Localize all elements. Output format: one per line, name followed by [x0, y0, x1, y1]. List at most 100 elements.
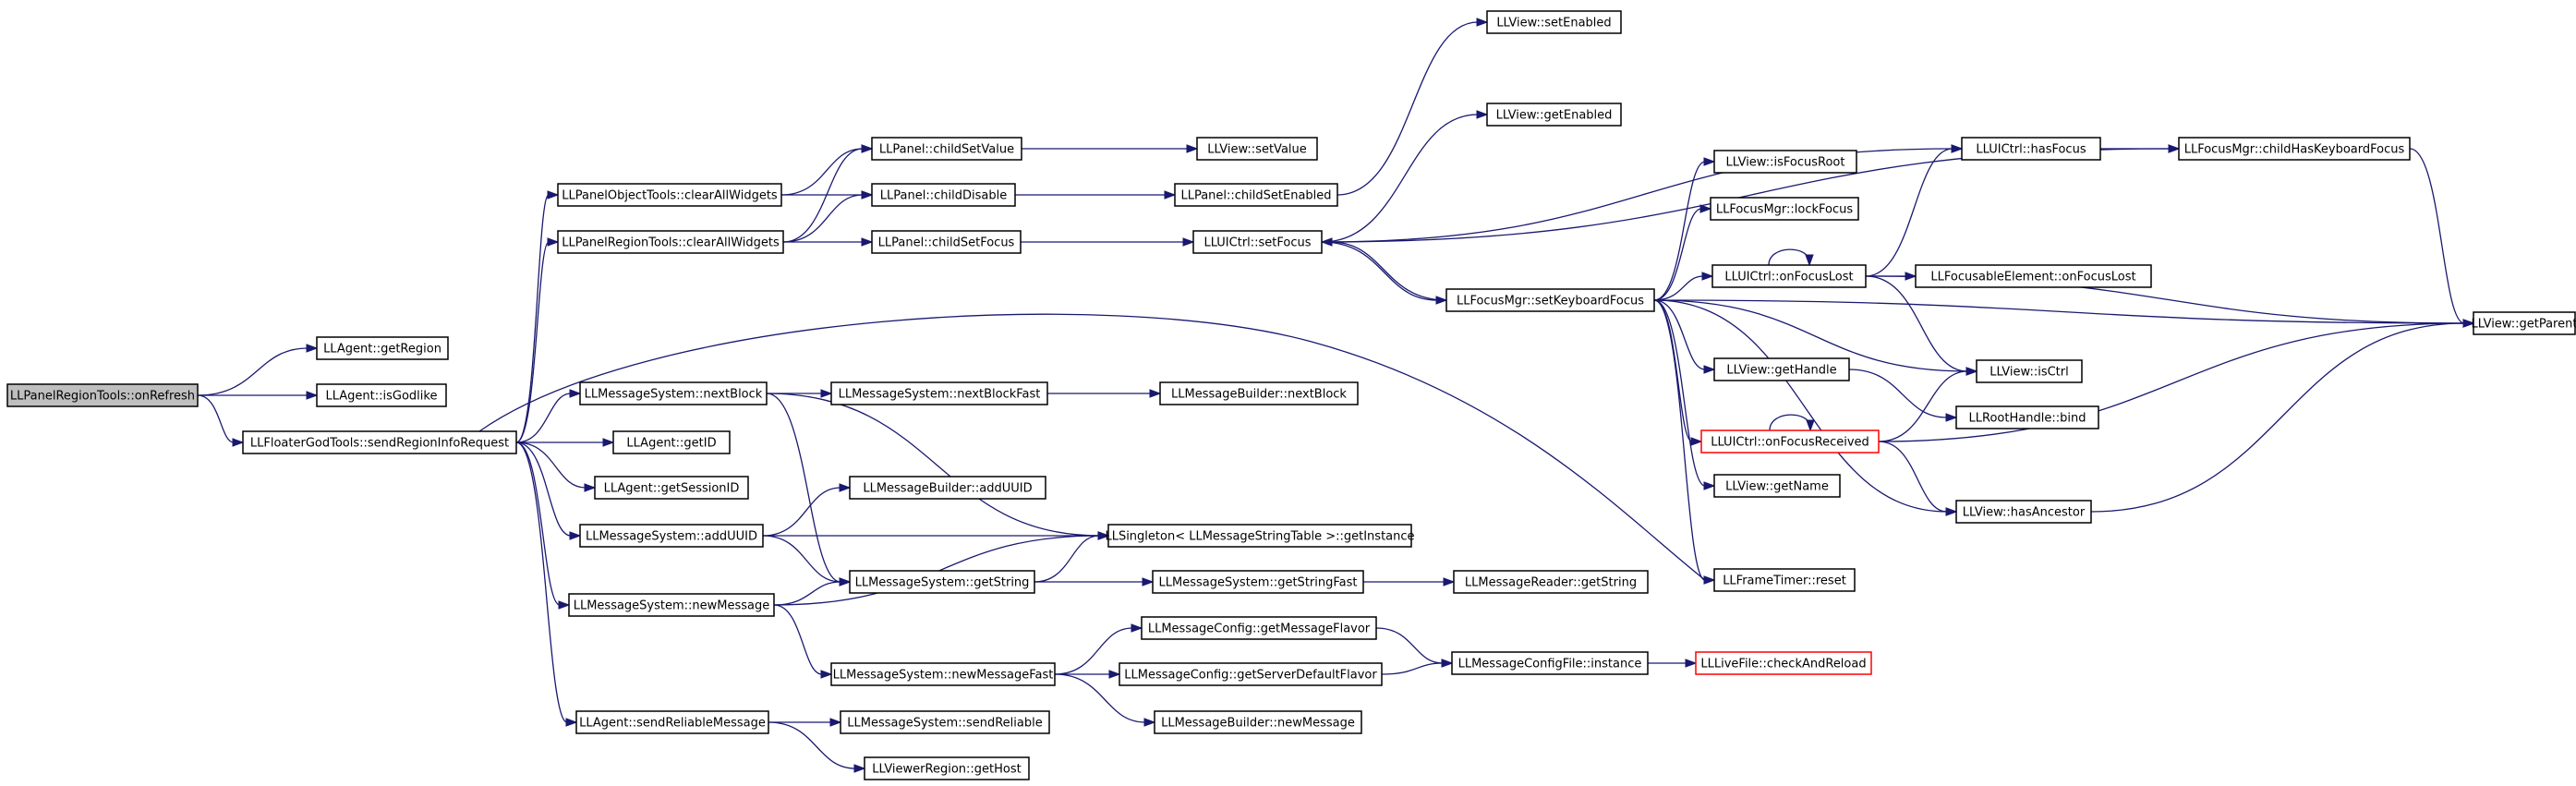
call-edge — [1878, 322, 2465, 442]
node-label: LLFocusMgr::setKeyboardFocus — [1457, 295, 1644, 308]
node-builder-newmessage[interactable]: LLMessageBuilder::newMessage — [1154, 710, 1362, 734]
node-checkreload[interactable]: LLLiveFile::checkAndReload — [1695, 651, 1872, 675]
call-edge — [197, 347, 308, 396]
node-box — [1174, 183, 1338, 207]
node-sendreliable-msg[interactable]: LLMessageSystem::sendReliable — [840, 710, 1050, 734]
node-builder-nextblock[interactable]: LLMessageBuilder::nextBlock — [1159, 381, 1359, 405]
edge-arrowhead — [839, 577, 852, 586]
node-singleton[interactable]: LLSingleton< LLMessageStringTable >::get… — [1105, 524, 1415, 548]
node-hasancestor[interactable]: LLView::hasAncestor — [1955, 500, 2092, 524]
call-edge — [773, 604, 823, 675]
node-label: LLSingleton< LLMessageStringTable >::get… — [1105, 530, 1414, 544]
call-edge — [1878, 441, 1948, 513]
node-onfocuslost[interactable]: LLUICtrl::onFocusLost — [1711, 264, 1867, 288]
edge-arrowhead — [1476, 18, 1489, 27]
edge-arrowhead — [820, 670, 833, 679]
call-edge — [1054, 673, 1146, 723]
node-hasfocus[interactable]: LLUICtrl::hasFocus — [1961, 137, 2101, 161]
node-label: LLFloaterGodTools::sendRegionInfoRequest — [250, 437, 509, 451]
call-edge — [1375, 627, 1444, 664]
node-gethost[interactable]: LLViewerRegion::getHost — [864, 756, 1030, 780]
edge-arrowhead — [547, 190, 560, 200]
call-edge — [1768, 248, 1810, 266]
node-sendreliable-agent[interactable]: LLAgent::sendReliableMessage — [575, 710, 769, 734]
node-rootbind[interactable]: LLRootHandle::bind — [1955, 405, 2099, 429]
node-getmsgflavor[interactable]: LLMessageConfig::getMessageFlavor — [1141, 616, 1377, 640]
node-onfocusreceived[interactable]: LLUICtrl::onFocusReceived — [1700, 429, 1880, 453]
edge-arrowhead — [1945, 507, 1958, 516]
node-getserverflavor[interactable]: LLMessageConfig::getServerDefaultFlavor — [1119, 662, 1383, 686]
node-nextblockfast[interactable]: LLMessageSystem::nextBlockFast — [830, 381, 1048, 405]
node-getname[interactable]: LLView::getName — [1713, 474, 1841, 498]
edge-arrowhead — [1945, 413, 1958, 422]
edge-arrowhead — [1703, 481, 1716, 490]
node-sendregioninfo[interactable]: LLFloaterGodTools::sendRegionInfoRequest — [242, 430, 517, 454]
node-isfocusroot[interactable]: LLView::isFocusRoot — [1713, 150, 1857, 174]
edge-arrowhead — [232, 438, 245, 447]
edge-arrowhead — [1690, 437, 1703, 446]
node-childsetfocus[interactable]: LLPanel::childSetFocus — [871, 230, 1022, 254]
node-label: LLUICtrl::hasFocus — [1976, 143, 2086, 157]
node-focusableonlost[interactable]: LLFocusableElement::onFocusLost — [1915, 264, 2152, 288]
node-frametimerreset[interactable]: LLFrameTimer::reset — [1713, 568, 1856, 592]
call-edge — [762, 535, 841, 583]
node-childdisable[interactable]: LLPanel::childDisable — [871, 183, 1016, 207]
node-getid[interactable]: LLAgent::getID — [612, 430, 731, 454]
node-label: LLMessageSystem::sendReliable — [847, 717, 1042, 731]
call-edge — [515, 393, 572, 443]
node-box — [612, 430, 731, 454]
node-uisetfocus[interactable]: LLUICtrl::setFocus — [1192, 230, 1323, 254]
node-reader-getstring[interactable]: LLMessageReader::getString — [1453, 570, 1649, 594]
call-edge — [762, 487, 841, 537]
node-configinstance[interactable]: LLMessageConfigFile::instance — [1451, 651, 1649, 675]
node-onrefresh[interactable]: LLPanelRegionTools::onRefresh — [6, 383, 199, 407]
edge-arrowhead — [1131, 623, 1143, 633]
node-box — [1107, 524, 1412, 548]
node-box — [2473, 311, 2576, 335]
node-getgandle[interactable]: LLView::getHandle — [1713, 357, 1850, 381]
node-viewsetenabled[interactable]: LLView::setEnabled — [1486, 10, 1622, 34]
node-box — [849, 570, 1035, 594]
edge-arrowhead — [569, 531, 582, 540]
node-objtools-clear[interactable]: LLPanelObjectTools::clearAllWidgets — [557, 183, 782, 207]
call-edge — [478, 313, 1706, 581]
node-getsessionid[interactable]: LLAgent::getSessionID — [594, 476, 749, 500]
node-setkbfocus[interactable]: LLFocusMgr::setKeyboardFocus — [1445, 288, 1655, 312]
node-childsetenabled[interactable]: LLPanel::childSetEnabled — [1174, 183, 1338, 207]
edge-arrowhead — [1182, 237, 1195, 247]
edge-arrowhead — [1186, 144, 1199, 153]
node-childhaskb[interactable]: LLFocusMgr::childHasKeyboardFocus — [2178, 137, 2411, 161]
node-label: LLMessageSystem::nextBlock — [585, 388, 763, 402]
node-lockfocus[interactable]: LLFocusMgr::lockFocus — [1710, 197, 1859, 221]
node-regtools-clear[interactable]: LLPanelRegionTools::clearAllWidgets — [557, 230, 784, 254]
node-box — [1976, 359, 2083, 383]
node-getstringfast[interactable]: LLMessageSystem::getStringFast — [1152, 570, 1364, 594]
node-isctrl[interactable]: LLView::isCtrl — [1976, 359, 2083, 383]
node-getregion[interactable]: LLAgent::getRegion — [316, 336, 449, 360]
node-builder-adduuid[interactable]: LLMessageBuilder::addUUID — [849, 476, 1046, 500]
node-nextblock[interactable]: LLMessageSystem::nextBlock — [579, 381, 768, 405]
call-edge — [766, 393, 841, 583]
node-childsetvalue[interactable]: LLPanel::childSetValue — [871, 137, 1022, 161]
node-label: LLMessageConfig::getServerDefaultFlavor — [1124, 669, 1377, 683]
node-label: LLPanel::childDisable — [880, 189, 1007, 203]
node-newmessagefast[interactable]: LLMessageSystem::newMessageFast — [830, 662, 1056, 686]
node-getstring[interactable]: LLMessageSystem::getString — [849, 570, 1035, 594]
node-box — [579, 524, 764, 548]
edge-arrowhead — [1701, 272, 1714, 281]
call-edge — [515, 241, 550, 443]
node-getparent[interactable]: LLView::getParent — [2472, 311, 2576, 335]
node-box — [1713, 150, 1857, 174]
node-isgodlike[interactable]: LLAgent::isGodlike — [316, 383, 447, 407]
node-viewsetvalue[interactable]: LLView::setValue — [1196, 137, 1318, 161]
node-box — [871, 183, 1016, 207]
node-newmessage[interactable]: LLMessageSystem::newMessage — [568, 593, 775, 617]
node-viewgetenabled[interactable]: LLView::getEnabled — [1486, 103, 1622, 127]
node-label: LLMessageSystem::getString — [855, 576, 1030, 590]
node-label: LLPanelObjectTools::clearAllWidgets — [562, 189, 778, 203]
node-adduuid[interactable]: LLMessageSystem::addUUID — [579, 524, 764, 548]
call-edge — [1321, 241, 1438, 301]
call-edge — [1769, 414, 1811, 431]
node-box — [830, 381, 1048, 405]
node-label: LLFocusableElement::onFocusLost — [1930, 271, 2135, 284]
